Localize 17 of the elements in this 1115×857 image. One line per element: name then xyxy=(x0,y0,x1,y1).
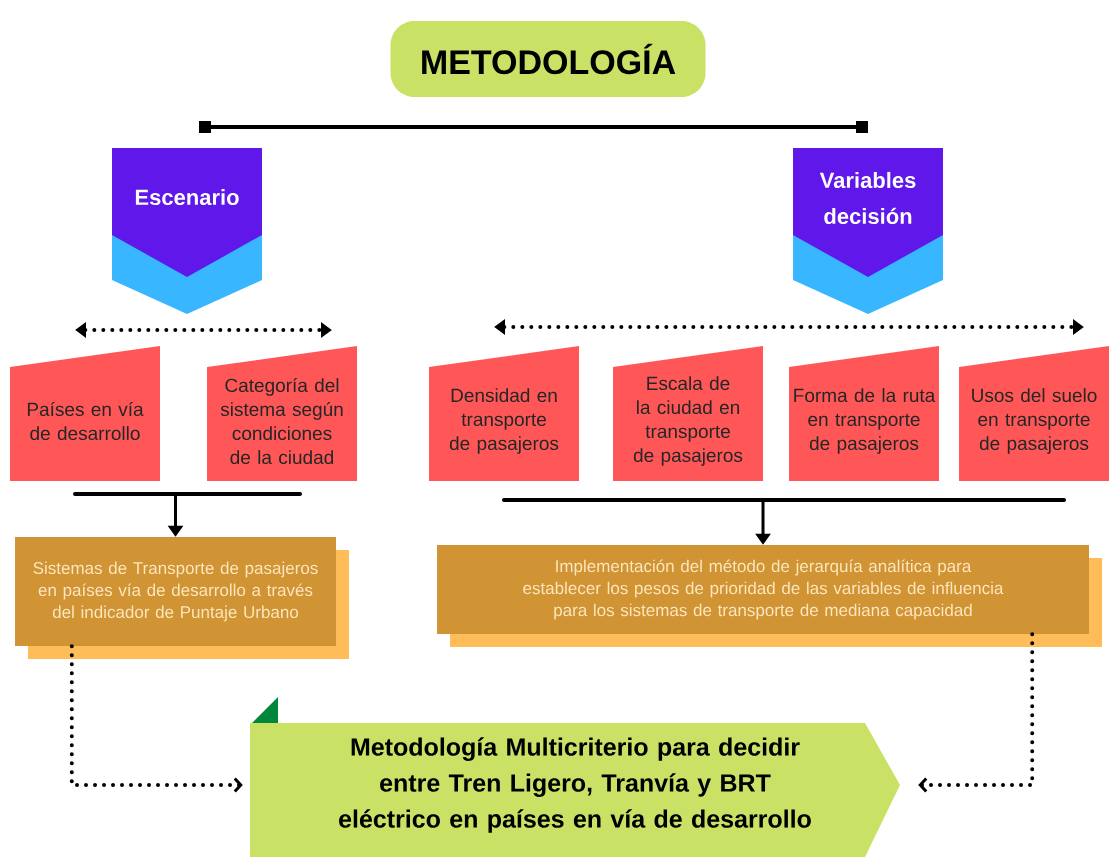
slanted-box: Usos del suelo en transporte de pasajeros xyxy=(959,346,1109,481)
banner: Escenario xyxy=(112,148,262,314)
shadowed-box: Implementación del método de jerarquía analítica para establecer los pesos de prioridad de las variables de influencia para los sistemas de transporte de mediana capacidad xyxy=(437,545,1102,647)
merge-line xyxy=(173,492,302,496)
connector-line xyxy=(199,121,868,133)
dotted-arrow xyxy=(69,644,243,793)
slanted-box: Escala de la ciudad en transporte de pasajeros xyxy=(613,346,763,481)
title-box: METODOLOGÍA xyxy=(390,21,706,97)
dotted-arrow xyxy=(918,632,1035,793)
merge-line xyxy=(686,498,765,502)
slanted-box: Densidad en transporte de pasajeros xyxy=(429,346,579,481)
slanted-box: Categoría del sistema según condiciones de la ciudad xyxy=(207,346,357,481)
merge-line xyxy=(761,498,1066,502)
slanted-box: Países en vía de desarrollo xyxy=(10,346,160,481)
slanted-box: Forma de la ruta en transporte de pasajeros xyxy=(789,346,939,481)
shadowed-box: Sistemas de Transporte de pasajeros en países vía de desarrollo a través del indicador de Puntaje Urbano xyxy=(15,537,349,659)
banner: Variables decisión xyxy=(793,148,943,314)
